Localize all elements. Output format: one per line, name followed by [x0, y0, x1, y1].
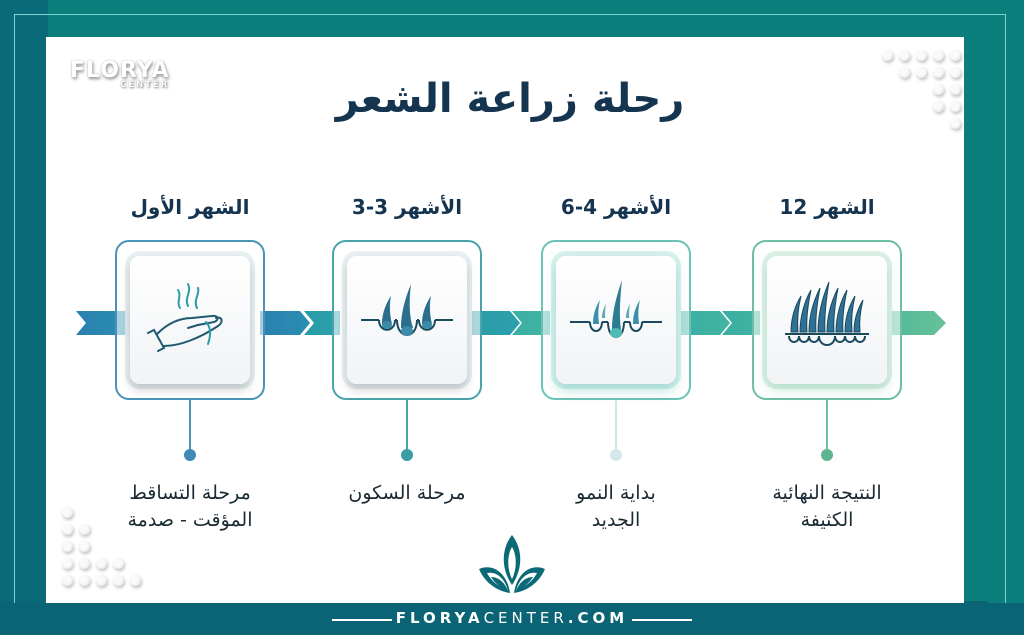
step-dot [184, 449, 196, 461]
frame-left-band [0, 0, 48, 635]
logo-sub-text: CENTER [120, 80, 170, 90]
step-card [347, 256, 467, 384]
step-card-frame [115, 240, 265, 400]
step-description: مرحلة السكون [348, 482, 466, 504]
footer-url[interactable]: FLORYACENTER.COM [395, 609, 629, 627]
step-label: الأشهر 4-6 [560, 195, 672, 219]
dense-hair-icon [785, 281, 869, 346]
dormant-follicles-icon [361, 284, 453, 336]
page-title: رحلة زراعة الشعر [335, 76, 685, 122]
step-description: النتيجة النهائية الكثيفة [772, 482, 882, 531]
step-card [556, 256, 676, 384]
footer-arrow-right [632, 619, 692, 621]
step-card [130, 256, 250, 384]
brand-logo: FLORYA CENTER [70, 58, 190, 90]
step-connector [826, 400, 828, 450]
footer-arrow-left [332, 619, 392, 621]
step-label: الشهر الأول [130, 195, 250, 219]
step-dot [821, 449, 833, 461]
new-growth-follicles-icon [570, 280, 662, 338]
step-dot [610, 449, 622, 461]
hand-falling-hair-icon [147, 283, 223, 352]
step-label: الشهر 12 [779, 195, 875, 219]
logo-main-text: FLORYA [70, 58, 170, 83]
footer-bar [0, 603, 1024, 635]
step-label: الأشهر 3-3 [351, 195, 463, 219]
step-dot [401, 449, 413, 461]
step-connector [189, 400, 191, 450]
step-card-frame [752, 240, 902, 400]
step-card-frame [541, 240, 691, 400]
leaf-emblem-icon [479, 535, 545, 593]
step-connector [406, 400, 408, 450]
step-description: بداية النمو الجديد [576, 482, 656, 531]
step-description: مرحلة التساقط المؤقت - صدمة [127, 482, 253, 531]
step-card [767, 256, 887, 384]
step-card-frame [332, 240, 482, 400]
step-connector [615, 400, 617, 450]
